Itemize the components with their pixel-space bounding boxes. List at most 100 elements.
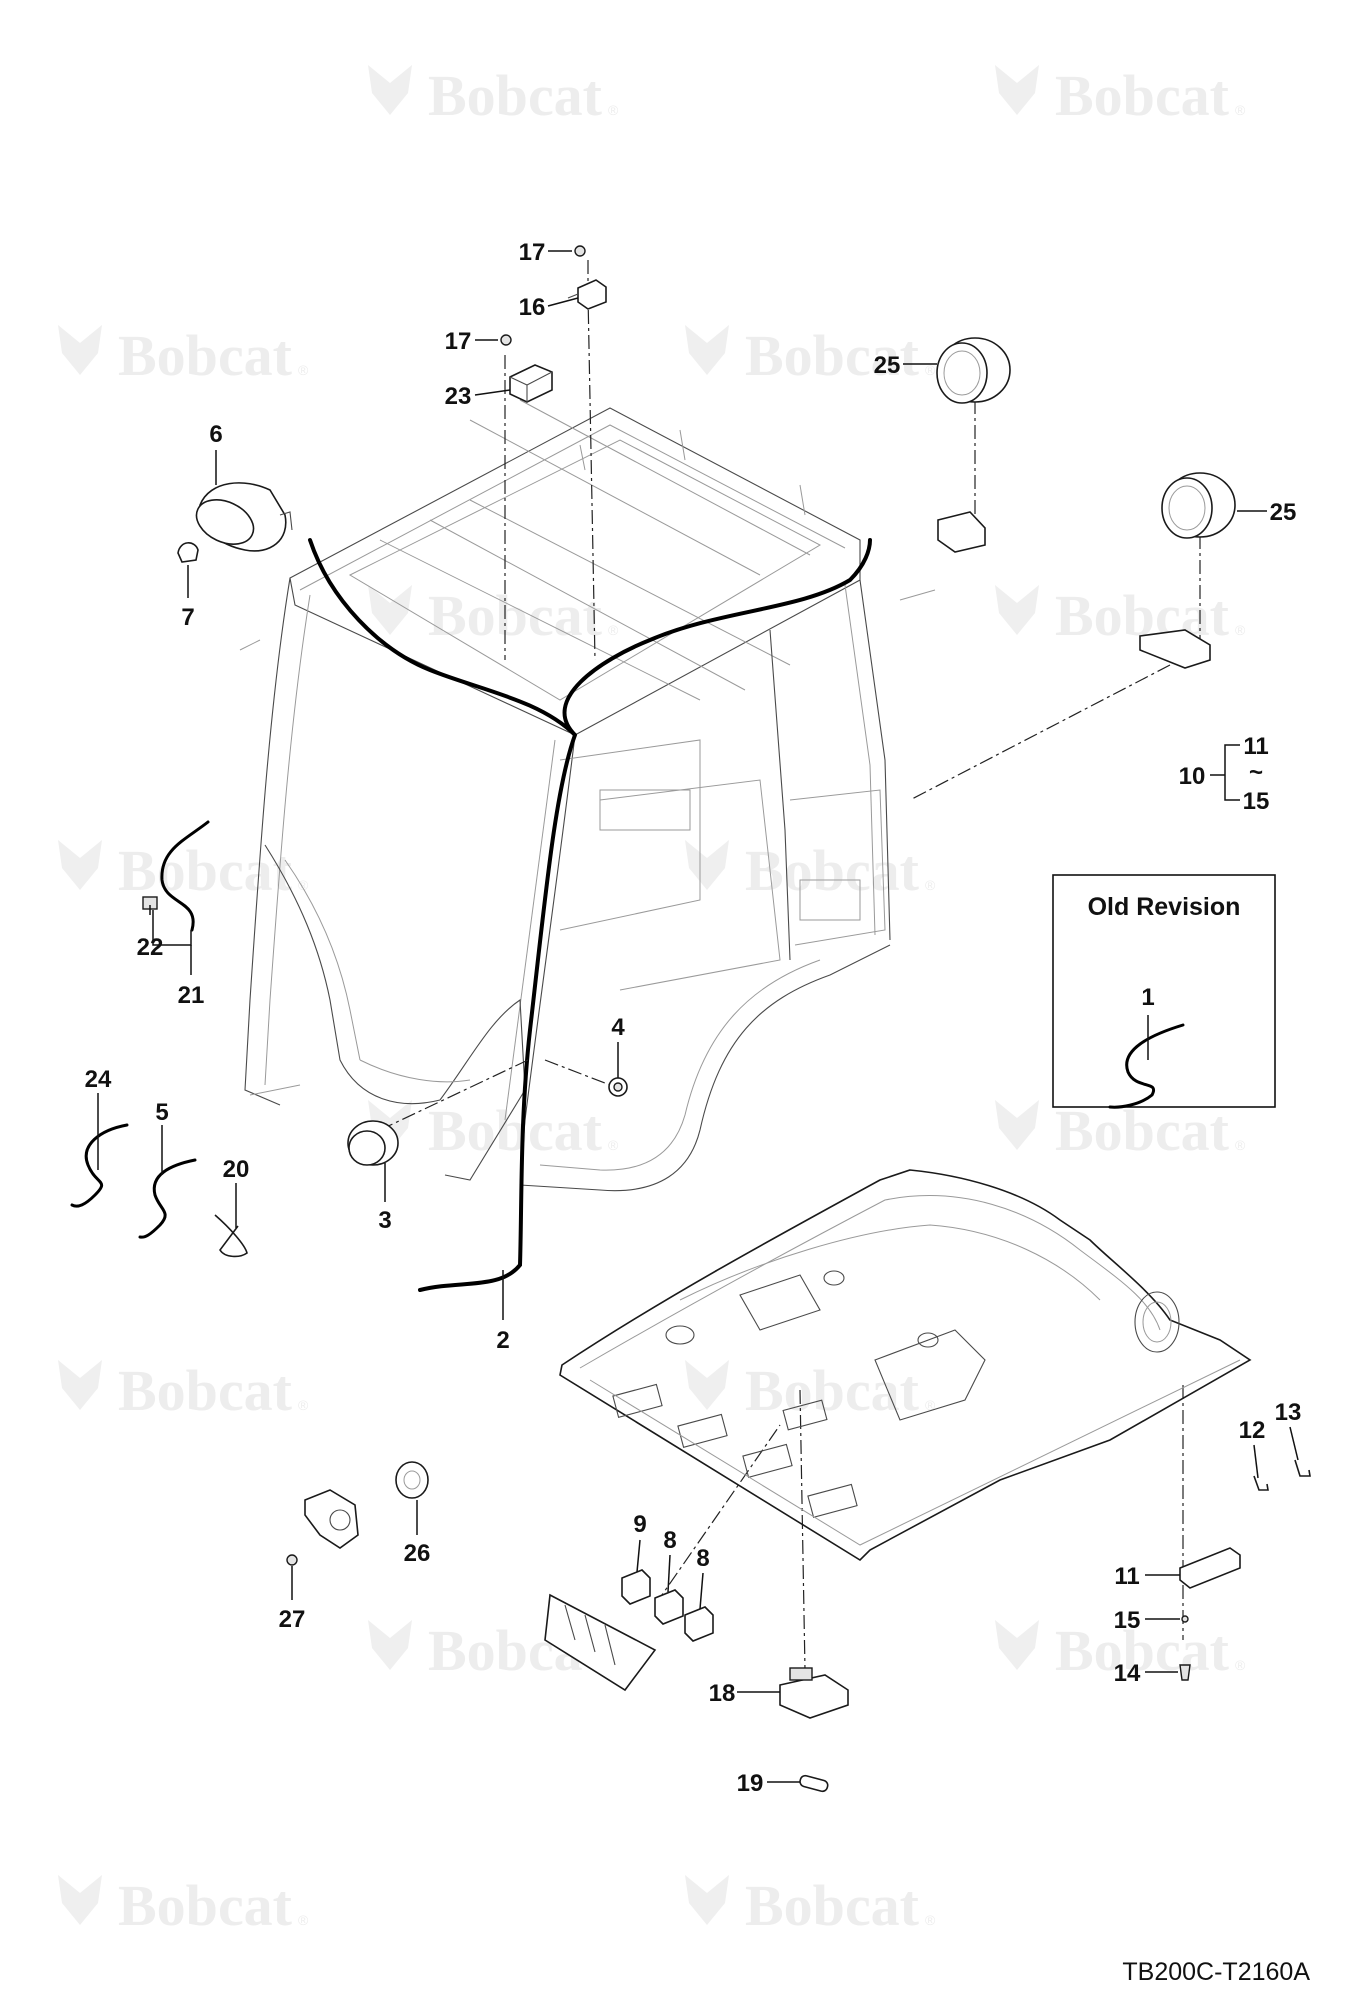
watermark-brand: Bobcat (118, 838, 293, 903)
main-harness-drop (418, 733, 577, 1292)
leader-line (667, 1554, 671, 1593)
headliner-speaker-inner (1142, 1301, 1172, 1343)
watermark-reg: ® (925, 877, 936, 893)
watermark-logo: Bobcat ® (368, 1098, 619, 1163)
part-6-work-lamp (195, 482, 293, 552)
part-5-wire (138, 1158, 197, 1239)
bobcat-head-icon (58, 840, 102, 890)
watermark-reg: ® (1235, 622, 1246, 638)
roof-panel (348, 439, 822, 701)
speaker-bracket (1139, 629, 1211, 669)
grommet-hole (613, 1082, 623, 1092)
rear-right-pillar (859, 579, 891, 941)
leader-line (1253, 1444, 1259, 1479)
speaker-face (936, 342, 988, 404)
rear-mid-pillar (769, 629, 791, 961)
door-sill (519, 944, 891, 1192)
watermark-logo: Bobcat ® (685, 1873, 936, 1938)
headliner-hole (917, 1332, 939, 1348)
part-12-clip (1253, 1475, 1269, 1491)
watermark-brand: Bobcat (118, 1358, 293, 1423)
floor-edge (359, 1059, 471, 1083)
callout-tilde: ~ (1249, 759, 1263, 786)
cab-frame (239, 399, 936, 1192)
watermark-reg: ® (298, 1397, 309, 1413)
switch-bezel-slots (564, 1604, 616, 1666)
callout-27: 27 (279, 1606, 306, 1633)
old-revision-inset: Old Revision 1 (1052, 874, 1276, 1109)
part-8-switch (684, 1606, 714, 1642)
callout-19: 19 (737, 1770, 764, 1797)
part-27-nut (286, 1554, 298, 1566)
callout-11: 11 (1114, 1563, 1139, 1590)
callout-13: 13 (1275, 1399, 1302, 1426)
module-edges (509, 371, 553, 402)
part-15-washer (1181, 1615, 1189, 1623)
watermark-brand: Bobcat (745, 1873, 920, 1938)
bobcat-head-icon (995, 1100, 1039, 1150)
callout-15: 15 (1243, 788, 1270, 815)
interior-lamp-switch (789, 1667, 813, 1681)
horn-icon (395, 1461, 429, 1499)
headliner-vent-small (739, 1274, 821, 1331)
front-right-pillar-inner (504, 739, 556, 1121)
assembly-line-18 (799, 1389, 806, 1671)
left-lower-panel (264, 844, 441, 1105)
rear-right-pillar-inner (844, 584, 876, 936)
watermark-logo: Bobcat ® (995, 583, 1246, 648)
part-23-control-module (509, 364, 553, 403)
bracket-icon (1179, 1547, 1241, 1589)
watermark-reg: ® (298, 877, 309, 893)
watermark-logo: Bobcat ® (368, 583, 619, 648)
inset-title: Old Revision (1088, 893, 1241, 921)
watermark-logo: Bobcat ® (58, 1358, 309, 1423)
work-lamp-mount (279, 511, 293, 531)
nut-icon (574, 245, 586, 257)
callout-11: 11 (1243, 733, 1268, 760)
headliner-speaker-opening (1134, 1291, 1180, 1353)
watermark-reg: ® (1235, 1657, 1246, 1673)
bulb-icon (177, 542, 199, 563)
roof-rails (469, 399, 811, 576)
leader-lines (97, 250, 1299, 1783)
roof-inner-edge (299, 424, 846, 591)
watermark-reg: ® (608, 1137, 619, 1153)
callout-8: 8 (696, 1545, 709, 1572)
speaker-cone (1168, 485, 1206, 531)
leader-bracket-10 (1210, 744, 1240, 801)
assembly-lines (379, 260, 1201, 1671)
watermark-reg: ® (925, 362, 936, 378)
headliner-hole (823, 1270, 845, 1286)
watermark-reg: ® (925, 1912, 936, 1928)
part-8-switch (654, 1589, 684, 1625)
relay-icon (577, 279, 607, 310)
headliner-pocket (742, 1443, 793, 1478)
drawing-code: TB200C-T2160A (1122, 1958, 1310, 1986)
speaker-bracket (937, 511, 986, 553)
leader-line (474, 389, 511, 396)
part-24-wire (70, 1123, 129, 1208)
headliner-hole (665, 1325, 695, 1345)
rear-wall-panel (789, 789, 886, 946)
watermark-logo: Bobcat ® (58, 838, 309, 903)
watermark-logo: Bobcat ® (995, 1618, 1246, 1683)
bobcat-head-icon (995, 65, 1039, 115)
watermark-logo: Bobcat ® (58, 323, 309, 388)
callout-25: 25 (874, 352, 901, 379)
speaker-face (1161, 477, 1213, 539)
headliner-vent (874, 1329, 986, 1421)
headliner-dome (579, 1195, 1161, 1369)
cable-tie-icon (214, 1214, 248, 1258)
assembly-line-switch (654, 1424, 781, 1606)
callout-9: 9 (633, 1511, 646, 1538)
assembly-line-3 (379, 1059, 529, 1131)
watermark-reg: ® (608, 622, 619, 638)
inset-frame (1052, 874, 1276, 1108)
bobcat-head-icon (685, 1875, 729, 1925)
part-21-lamp-harness (142, 820, 210, 932)
screw-icon (1179, 1664, 1191, 1681)
callout-10: 10 (1179, 763, 1206, 790)
rear-wall-left (559, 739, 701, 931)
callout-4: 4 (611, 1014, 625, 1041)
